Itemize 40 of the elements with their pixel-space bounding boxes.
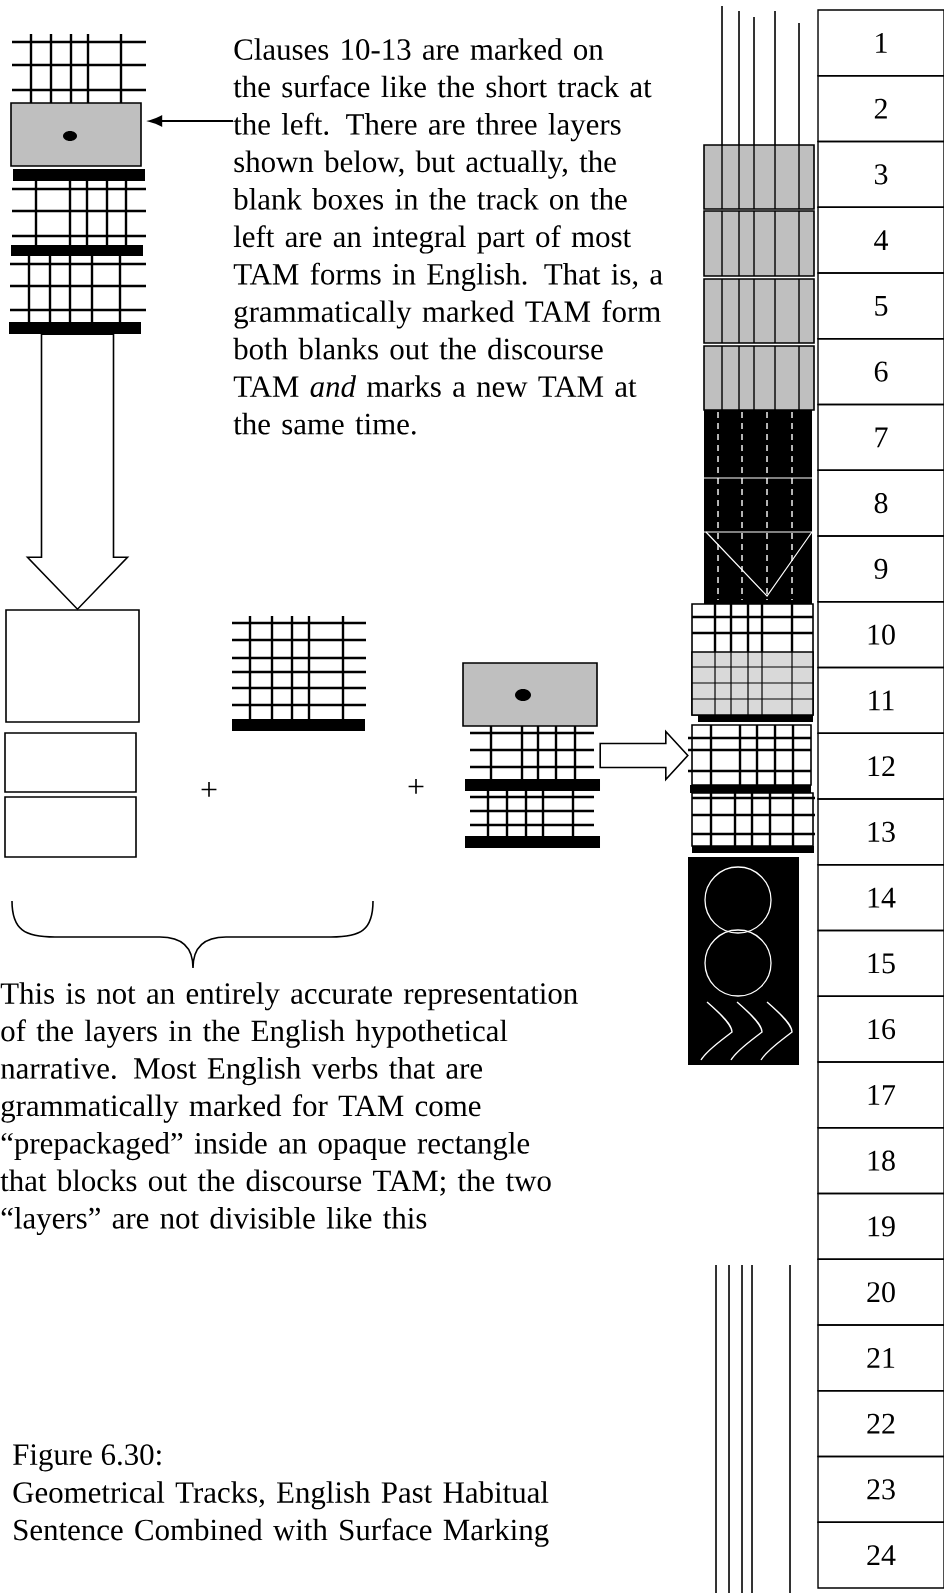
number-cell: 5: [817, 272, 944, 340]
blank-box: [5, 609, 140, 723]
number-cell: 10: [817, 601, 944, 669]
track-drawing: [688, 5, 815, 1593]
number-cell: 17: [817, 1061, 944, 1129]
number-cell: 19: [817, 1192, 944, 1260]
number-cell: 9: [817, 535, 944, 603]
hollow-arrow: [25, 333, 130, 611]
number-cell: 13: [817, 798, 944, 866]
plus-sign: +: [408, 779, 424, 794]
plus-sign: +: [201, 782, 217, 797]
number-cell: 2: [817, 75, 944, 143]
number-cell: 6: [817, 338, 944, 406]
number-cell: 20: [817, 1258, 944, 1326]
number-cell: 14: [817, 864, 944, 932]
figure-number: Figure 6.30:: [13, 1444, 161, 1472]
stippled-layer-drawing: [462, 662, 600, 848]
number-cell: 18: [817, 1127, 944, 1195]
arrow: [149, 115, 234, 127]
blank-box: [4, 796, 137, 858]
caption: Geometrical Tracks, English Past Habitual Sentence Combined with Surface Marking: [13, 1481, 549, 1547]
number-cell: 4: [817, 206, 944, 274]
blank-box: [4, 732, 137, 793]
number-cell: 22: [817, 1390, 944, 1458]
number-cell: 7: [817, 403, 944, 471]
number-cell: 8: [817, 469, 944, 537]
note-text: Clauses 10-13 are marked on the surface like the short track at the left. There are three layers shown below, but actually, the blank boxes in the track on the left are an integral part of most TAM forms in English. That is, a grammatically marked TAM form both blanks out the discourse TAM and marks a new TAM at the same time.: [233, 38, 663, 435]
number-cell: 24: [817, 1521, 944, 1589]
short-track-drawing: [9, 34, 146, 334]
number-cell: 11: [817, 666, 944, 734]
number-cell: 21: [817, 1324, 944, 1392]
note-text: This is not an entirely accurate representation of the layers in the English hypothetical narrative. Most English verbs that are grammatically marked for TAM come “prepackaged” inside an opaque rectangle that blocks out the discourse TAM; the two “layers” are not divisible like this: [0, 982, 578, 1236]
hollow-arrow: [599, 729, 689, 782]
number-cell: 16: [817, 995, 944, 1063]
number-cell: 3: [817, 140, 944, 208]
number-cell: 23: [817, 1455, 944, 1523]
number-cell: 15: [817, 929, 944, 997]
grid-layer-drawing: [232, 616, 366, 731]
number-cell: 12: [817, 732, 944, 800]
number-cell: 1: [817, 9, 944, 77]
